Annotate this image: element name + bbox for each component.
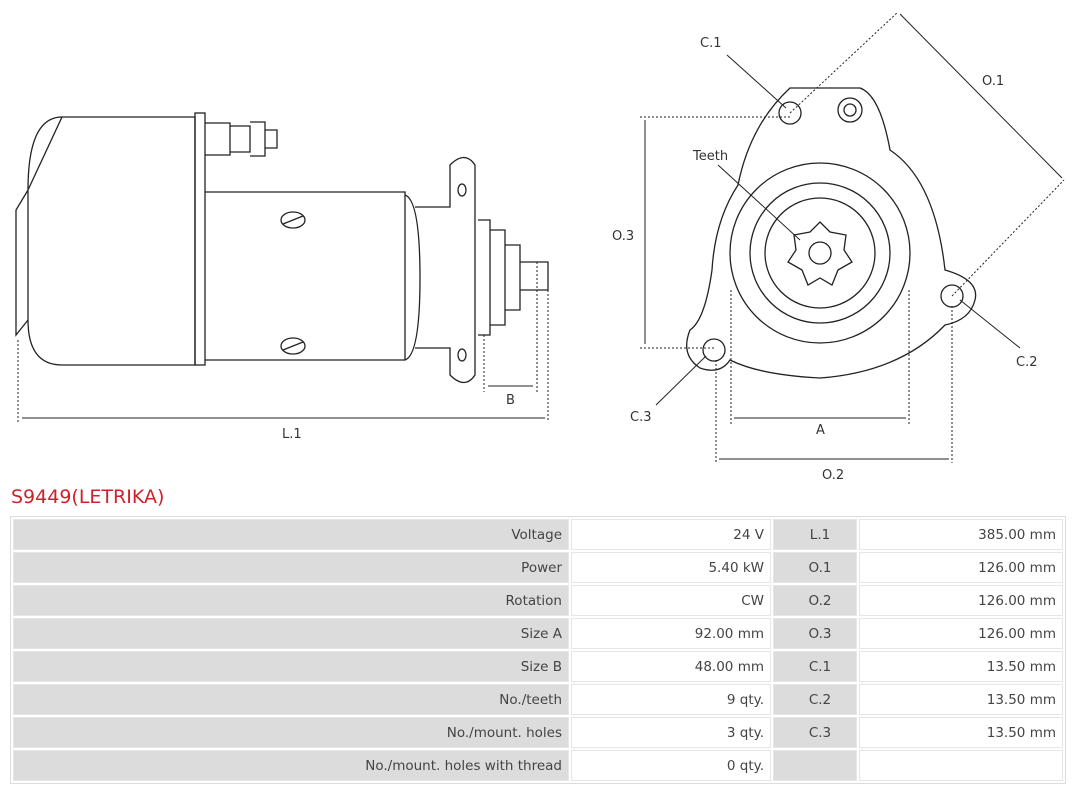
teeth-label: Teeth (692, 149, 728, 164)
side-view: L.1 B (15, 112, 549, 442)
spec-label: Voltage (13, 519, 569, 550)
dim-c2-label: C.2 (1016, 355, 1037, 370)
dimension-value: 13.50 mm (859, 717, 1063, 748)
spec-label: No./mount. holes (13, 717, 569, 748)
starter-technical-drawing: L.1 B O.3 O.1 C.1 Teeth C.2 C.3 A O.2 (15, 11, 1065, 480)
dimension-value: 126.00 mm (859, 585, 1063, 616)
dim-o3-label: O.3 (612, 229, 634, 244)
dim-l1-label: L.1 (282, 427, 302, 442)
front-view: O.3 O.1 C.1 Teeth C.2 C.3 A O.2 (612, 11, 1065, 480)
dim-o1-label: O.1 (982, 74, 1004, 89)
dimension-value: 13.50 mm (859, 651, 1063, 682)
dimension-key: O.1 (773, 552, 857, 583)
spec-value: 9 qty. (571, 684, 771, 715)
spec-value: 24 V (571, 519, 771, 550)
spec-value: 92.00 mm (571, 618, 771, 649)
spec-value: 0 qty. (571, 750, 771, 781)
spec-value: 48.00 mm (571, 651, 771, 682)
dimension-key: O.2 (773, 585, 857, 616)
spec-label: No./mount. holes with thread (13, 750, 569, 781)
dimension-key: C.3 (773, 717, 857, 748)
spec-value: 3 qty. (571, 717, 771, 748)
product-title: S9449(LETRIKA) (11, 486, 165, 508)
spec-label: Power (13, 552, 569, 583)
spec-label: Rotation (13, 585, 569, 616)
dimension-value (859, 750, 1063, 781)
dimension-key (773, 750, 857, 781)
dim-b-label: B (506, 393, 515, 408)
dim-o2-label: O.2 (822, 468, 844, 480)
spec-value: CW (571, 585, 771, 616)
spec-label: Size A (13, 618, 569, 649)
dimension-key: C.1 (773, 651, 857, 682)
spec-label: No./teeth (13, 684, 569, 715)
dimension-value: 385.00 mm (859, 519, 1063, 550)
dimension-key: C.2 (773, 684, 857, 715)
spec-value: 5.40 kW (571, 552, 771, 583)
dimension-value: 13.50 mm (859, 684, 1063, 715)
dimension-key: O.3 (773, 618, 857, 649)
dim-c1-label: C.1 (700, 36, 721, 51)
dim-c3-label: C.3 (630, 410, 651, 425)
dimension-value: 126.00 mm (859, 618, 1063, 649)
spec-label: Size B (13, 651, 569, 682)
dimension-value: 126.00 mm (859, 552, 1063, 583)
dimension-key: L.1 (773, 519, 857, 550)
dim-a-label: A (816, 423, 825, 438)
